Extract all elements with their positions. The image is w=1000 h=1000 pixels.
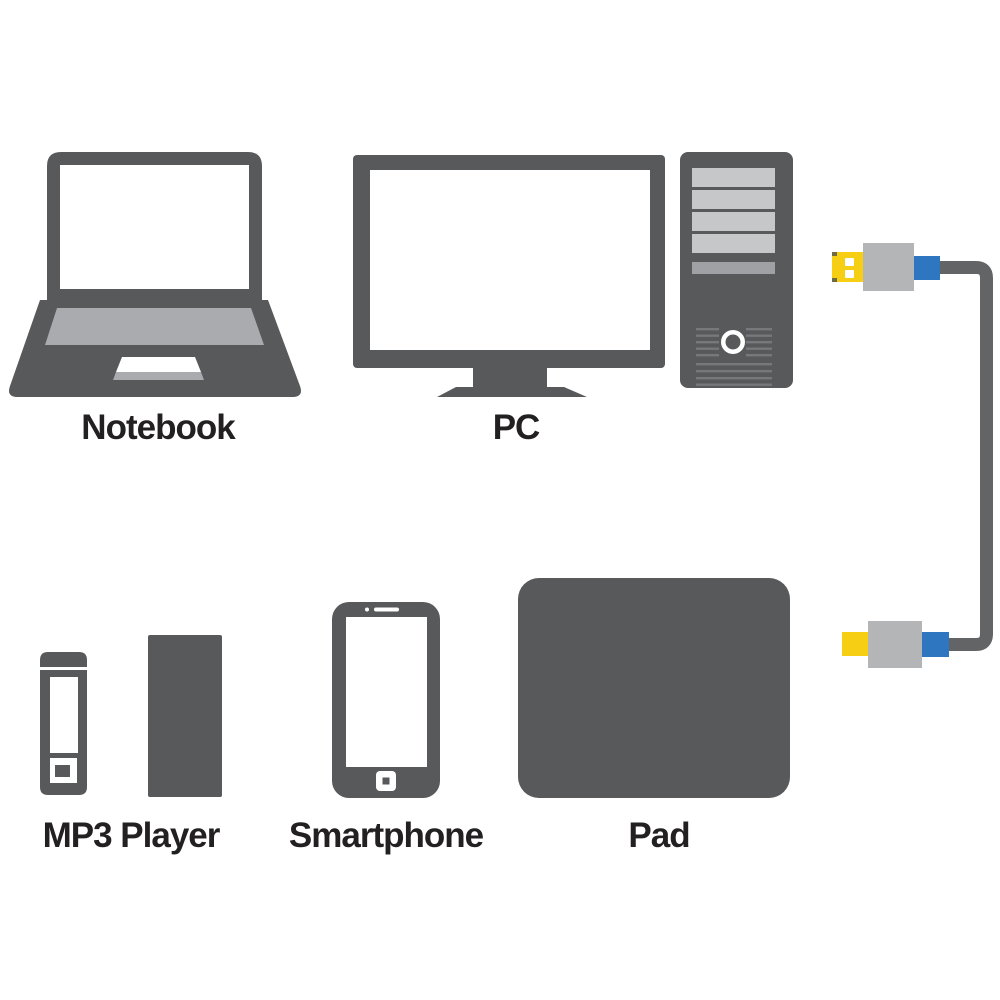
smartphone-screen (346, 617, 427, 767)
pc-icon (353, 152, 793, 397)
usb-plug-top-icon (832, 243, 940, 291)
usb-cable-icon (832, 243, 993, 668)
smartphone-speaker (374, 607, 399, 612)
device-label-smartphone: Smartphone (288, 816, 484, 855)
device-label-notebook: Notebook (81, 408, 235, 447)
cable-line (938, 261, 993, 651)
pad-icon (518, 578, 790, 798)
notebook-icon (9, 152, 301, 397)
tower-panel-bar (692, 262, 775, 274)
smartphone-sensor-dot (365, 607, 369, 612)
tower-drive-bay (692, 168, 775, 187)
tower-vents (696, 328, 772, 386)
pc-monitor-icon (353, 155, 665, 397)
pc-tower-icon (680, 152, 793, 388)
smartphone-icon (332, 602, 440, 798)
tower-drive-bay (692, 212, 775, 231)
mp3-slab-icon (148, 635, 222, 797)
notebook-screen (60, 165, 249, 289)
notebook-trackpad (116, 357, 201, 372)
mp3-player-icon (40, 635, 222, 797)
usb-plug-bottom-icon (842, 621, 949, 668)
tower-drive-bay (692, 190, 775, 209)
mp3-stick-icon (40, 652, 87, 795)
tower-drive-bay (692, 234, 775, 253)
mp3-screen (50, 677, 78, 753)
device-label-pad: Pad (628, 816, 690, 855)
device-label-pc: PC (492, 408, 541, 447)
notebook-keyboard (45, 308, 264, 345)
pc-monitor-screen (370, 170, 650, 350)
device-label-mp3-player: MP3 Player (42, 816, 221, 855)
